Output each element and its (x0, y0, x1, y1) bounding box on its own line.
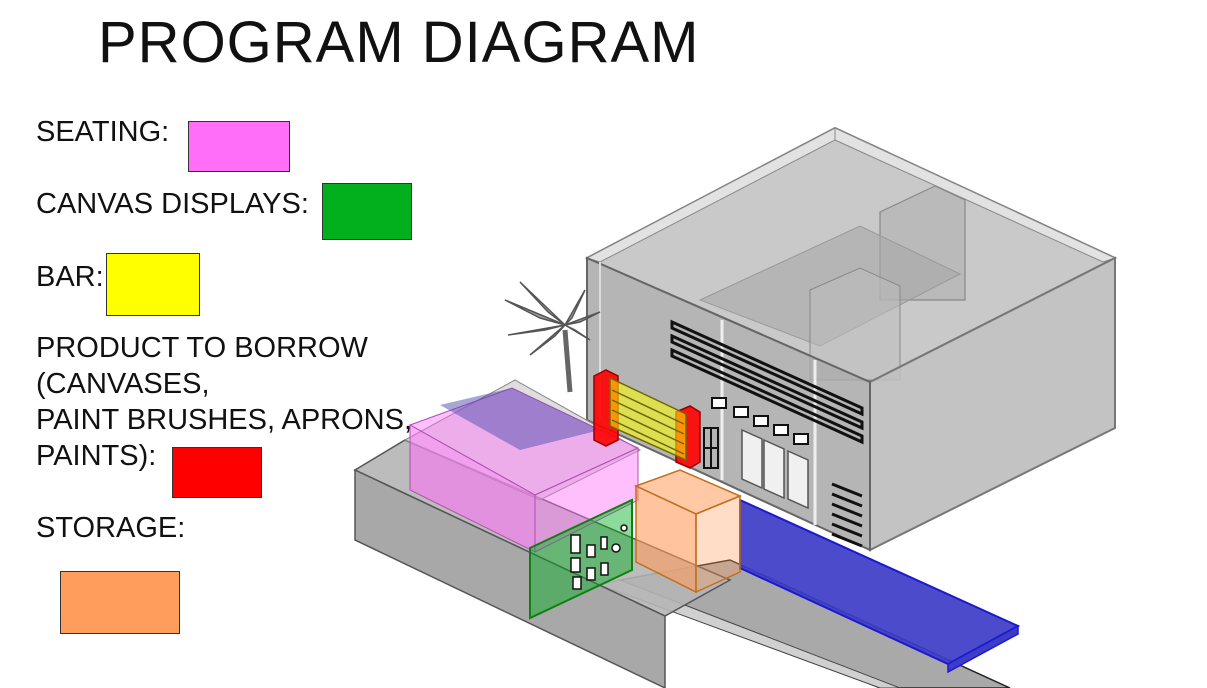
bar-counter (609, 376, 687, 462)
legend-swatch-bar (106, 253, 200, 316)
storage-unit (634, 469, 742, 594)
building-shell (584, 126, 1118, 552)
legend-label-storage: STORAGE: (36, 512, 186, 544)
legend-swatch-canvas-displays (322, 183, 412, 240)
entry-doors (741, 428, 809, 510)
legend-label-canvas-displays: CANVAS DISPLAYS: (36, 188, 309, 220)
legend-swatch-storage (60, 571, 180, 634)
legend-swatch-product-to-borrow (172, 447, 262, 498)
page-title: PROGRAM DIAGRAM (98, 10, 700, 75)
seating-zone (408, 387, 640, 553)
canvas-display-wall (529, 498, 633, 620)
legend-label-seating: SEATING: (36, 116, 170, 148)
legend-swatch-seating (188, 121, 290, 172)
legend-label-product-line-2: (CANVASES, (36, 368, 210, 400)
legend-label-product-line-4: PAINTS): (36, 440, 157, 472)
side-window (703, 427, 719, 469)
legend-label-product-line-1: PRODUCT TO BORROW (36, 332, 368, 364)
awning-bars (670, 319, 864, 445)
palm-tree (504, 281, 601, 393)
light-fixtures (711, 397, 809, 445)
vent-louvers (831, 482, 863, 548)
legend-label-bar: BAR: (36, 261, 104, 293)
legend-label-product-line-3: PAINT BRUSHES, APRONS, (36, 404, 413, 436)
